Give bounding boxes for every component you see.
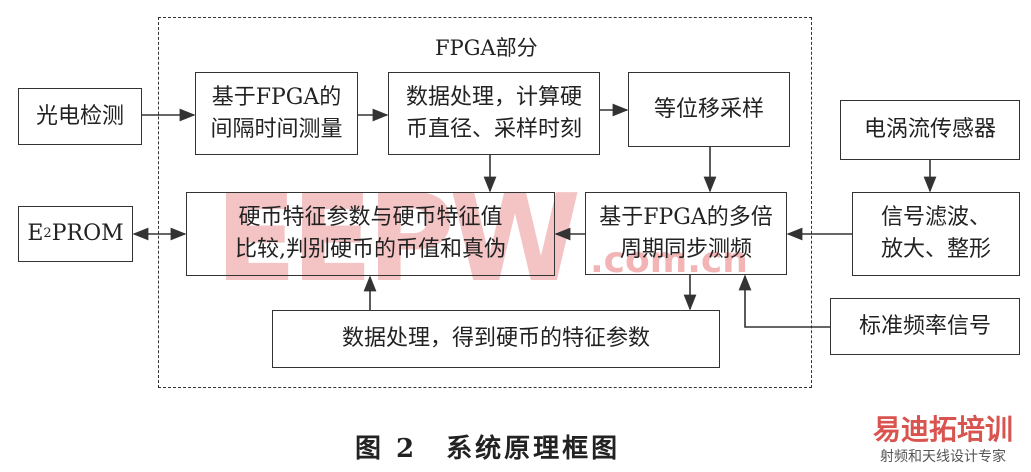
block-signal-filter: 信号滤波、 放大、整形 xyxy=(852,192,1020,276)
block-data-process-1: 数据处理，计算硬 币直径、采样时刻 xyxy=(388,72,600,155)
block-photoelectric: 光电检测 xyxy=(18,88,142,145)
figure-caption: 图 2 系统原理框图 xyxy=(355,434,621,464)
fpga-section-label: FPGA部分 xyxy=(435,36,538,60)
block-standard-frequency: 标准频率信号 xyxy=(830,298,1020,355)
arrow-std-to-freq xyxy=(738,274,830,328)
block-data-process-2: 数据处理，得到硬币的特征参数 xyxy=(272,310,720,368)
logo: 易迪拓培训 射频和天线设计专家 xyxy=(873,414,1013,466)
block-freq-measure: 基于FPGA的多倍 周期同步测频 xyxy=(585,192,787,275)
block-eddy-sensor: 电涡流传感器 xyxy=(840,100,1020,160)
logo-title: 易迪拓培训 xyxy=(873,413,1014,446)
fpga-section-frame xyxy=(158,17,812,388)
watermark-main: EEPW xyxy=(215,170,581,309)
block-interval-measure: 基于FPGA的 间隔时间测量 xyxy=(195,72,358,155)
logo-subtitle: 射频和天线设计专家 xyxy=(880,449,1006,465)
